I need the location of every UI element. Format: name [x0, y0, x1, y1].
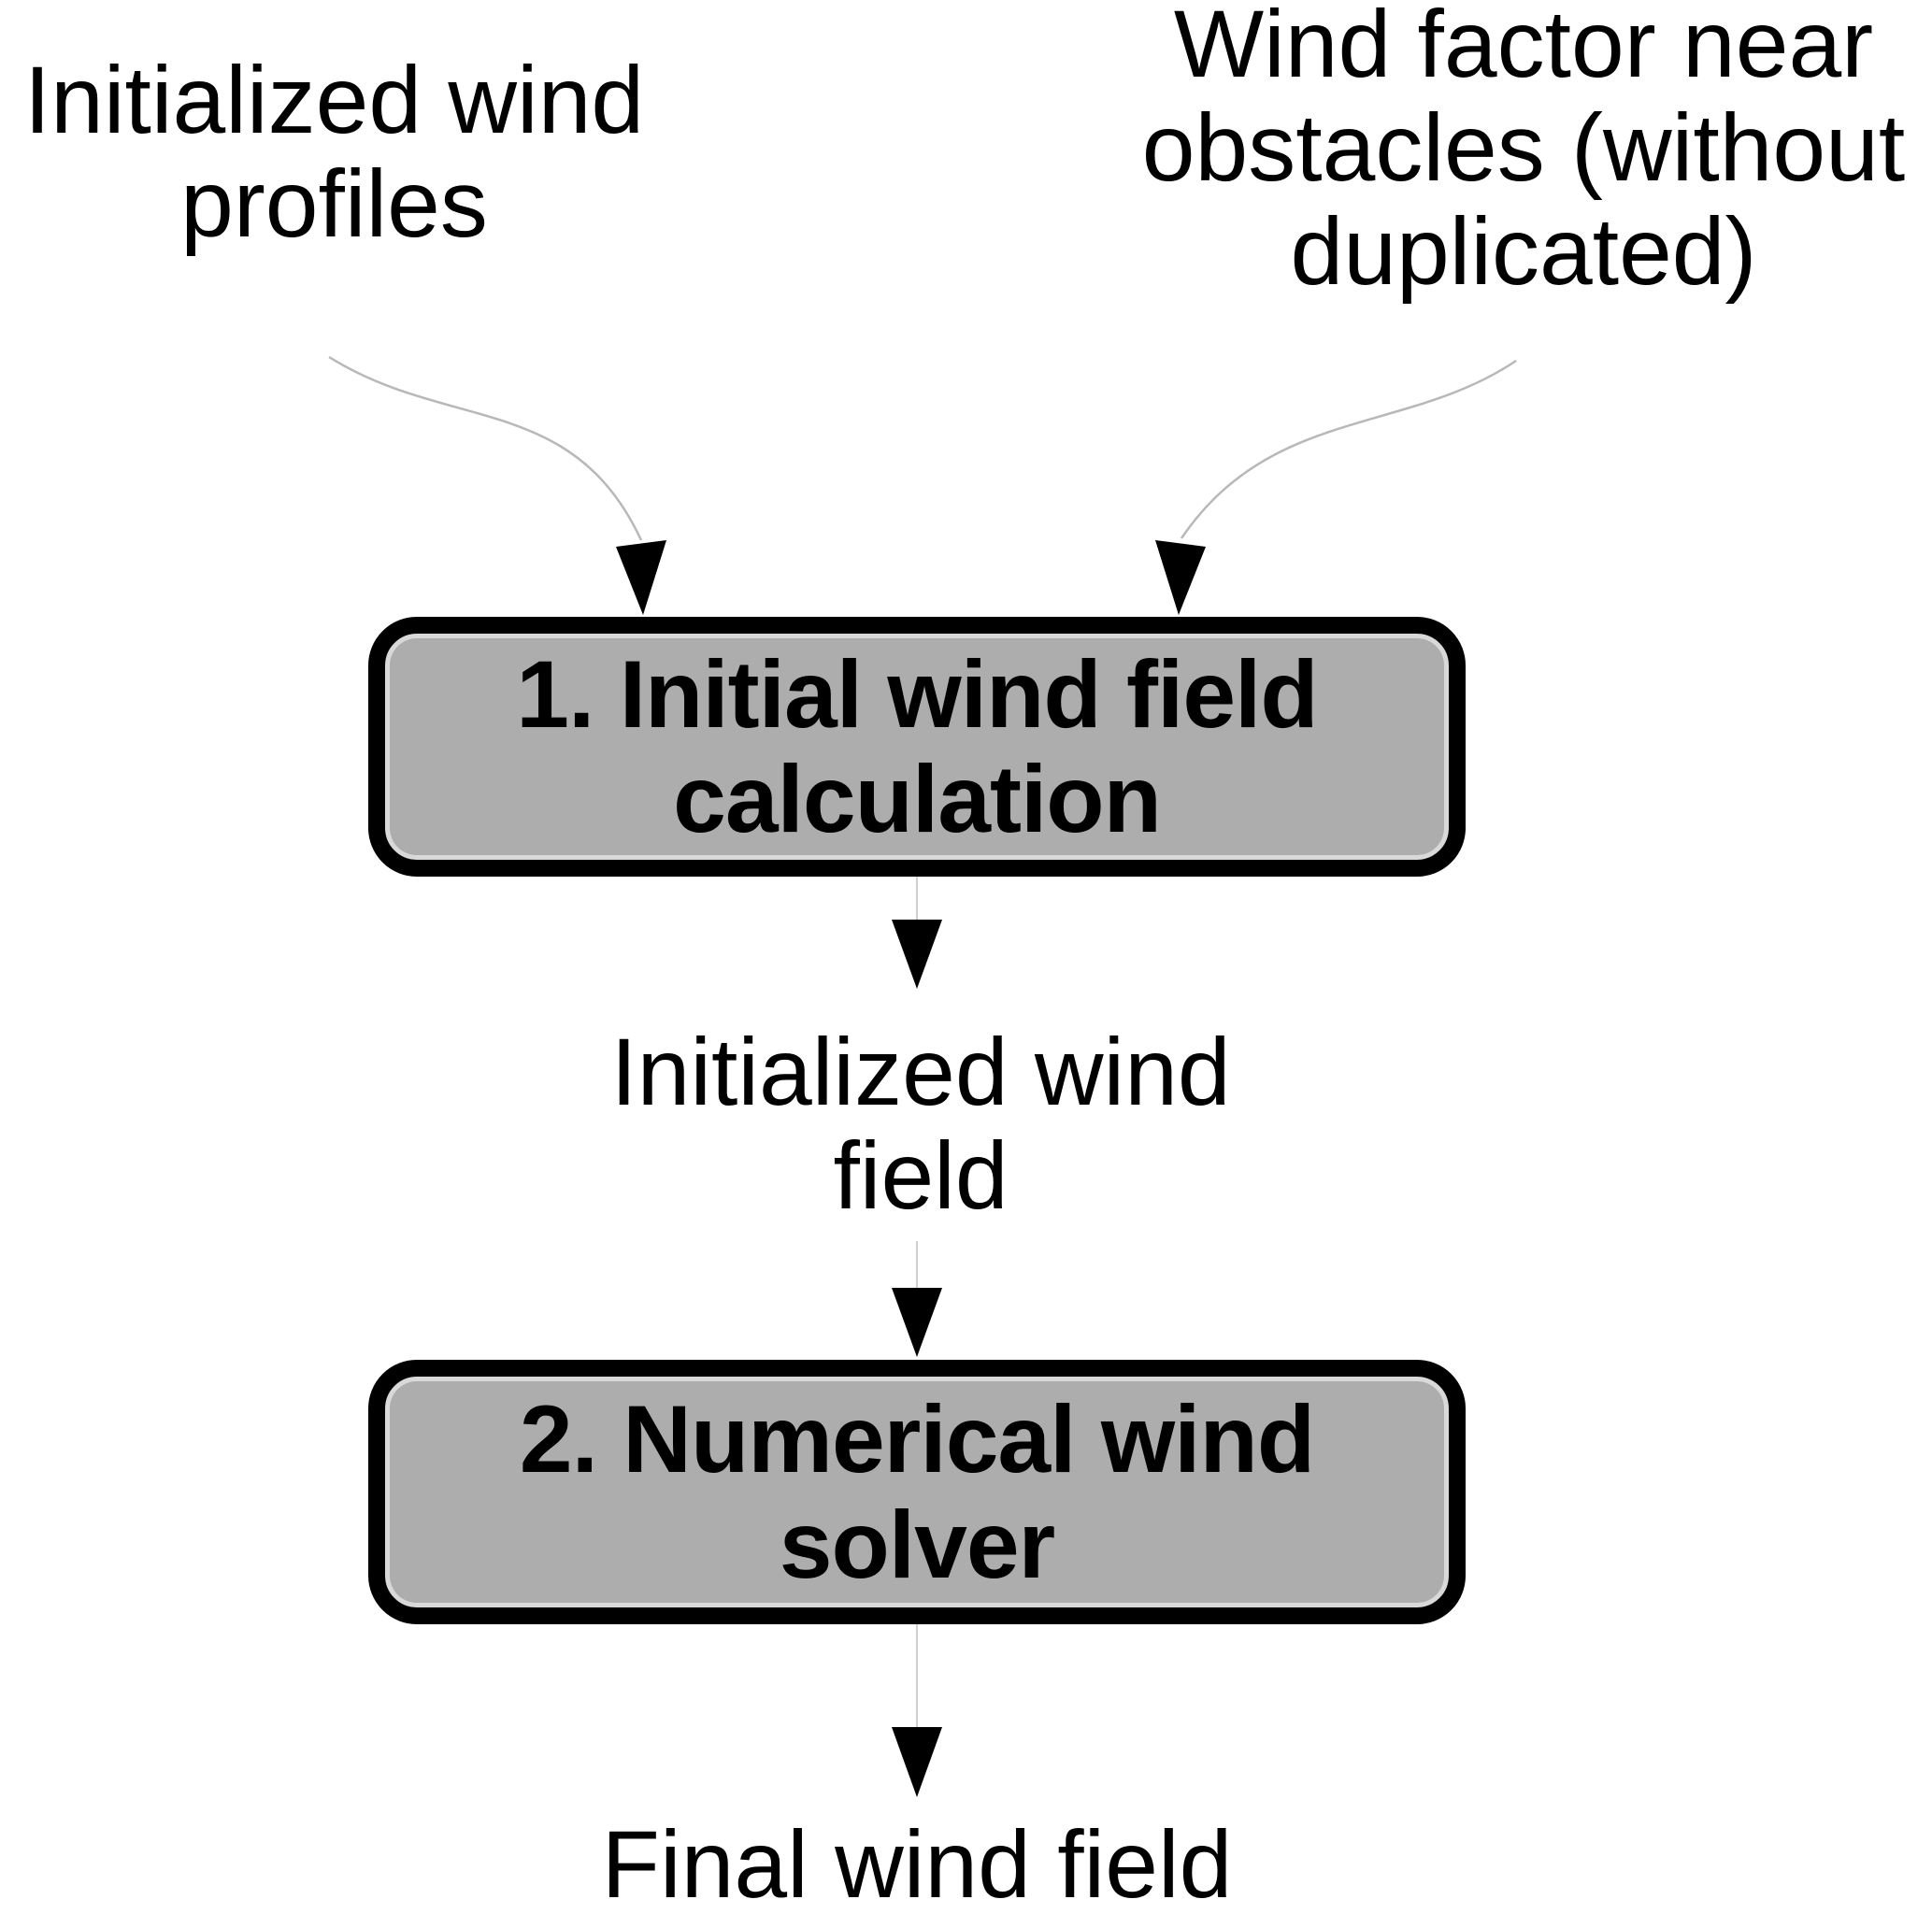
arrowhead-intermediate-to-box2 [892, 1288, 942, 1357]
input-label-initialized-wind-profiles: Initialized wind profiles [23, 47, 645, 258]
node-numerical-wind-solver: 2. Numerical wind solver [368, 1360, 1466, 1624]
arrowhead-box2-to-final [892, 1727, 942, 1797]
node-initial-wind-field-calculation: 1. Initial wind field calculation [368, 617, 1466, 877]
arrowhead-left-input [616, 540, 666, 615]
connector-curve-right-input [1180, 359, 1517, 539]
input-label-wind-factor-near-obstacles: Wind factor near obstacles (without dupl… [1141, 0, 1906, 306]
flow-label-final-wind-field: Final wind field [601, 1811, 1233, 1918]
flow-label-initialized-wind-field: Initialized wind field [610, 1019, 1231, 1230]
arrowhead-box1-to-intermediate [892, 920, 942, 989]
arrowhead-right-input [1155, 540, 1206, 615]
node-numerical-wind-solver-label: 2. Numerical wind solver [519, 1386, 1315, 1598]
node-initial-wind-field-calculation-label: 1. Initial wind field calculation [516, 640, 1318, 852]
connector-curve-left-input [328, 355, 643, 541]
